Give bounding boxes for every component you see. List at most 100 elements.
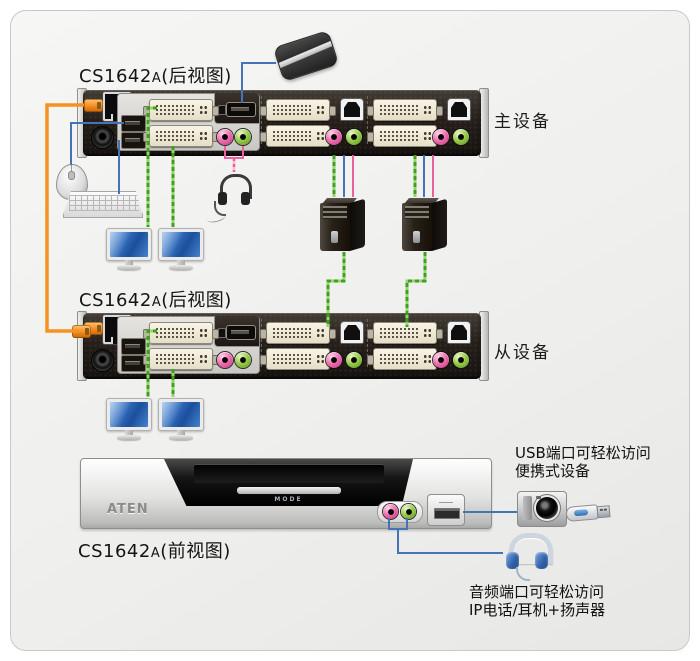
view-suffix: (后视图) [161,66,232,87]
monitor-neck [177,430,185,435]
headset-icon [205,172,256,225]
slave-device-label: 从设备 [494,343,551,363]
dvi-pins [155,353,195,365]
section-divider [367,96,368,144]
view-suffix: (后视图) [161,290,232,311]
model-revision: A [151,71,162,86]
pc1-dvi-port-1 [260,322,336,344]
headphones-icon [503,531,553,581]
dvi-flat-pin [199,354,208,364]
monitor-neck [125,430,133,435]
computer-tower-icon [320,196,366,253]
front-usb-port [427,494,465,526]
indicator-led [218,105,226,115]
monitor-base [117,265,141,270]
monitor-screen [158,398,204,431]
slave-device-title: CS1642A(后视图) [79,286,232,312]
dvi-flat-pin [316,131,325,141]
front-speaker-jack [401,504,416,519]
model-number: CS1642 [79,66,152,87]
dvi-flat-pin [423,328,432,338]
dvi-flat-pin [316,354,325,364]
dvi-pins [379,130,419,142]
usb-keyboard-port [121,115,146,132]
headphones-mic-boom [516,567,530,581]
keyboard-keys [63,191,143,218]
pc1-usb-b-port [340,321,364,344]
console-dvi-port-2 [143,125,219,147]
front-audio-ports [377,501,423,523]
dvi-flat-pin [423,105,432,115]
remote-usb-port [226,325,256,340]
model-number: CS1642 [78,541,151,562]
dvi-pins [155,130,195,142]
indicator-led [218,328,226,338]
computer-tower-icon [402,196,448,253]
dvi-pins [379,104,419,116]
headset-earcup-right [241,192,250,205]
dvi-pins [272,104,312,116]
monitor-icon [158,398,204,442]
headphones-band [509,533,553,564]
headphones-earcup-right [535,552,548,569]
keyboard-icon [63,191,143,218]
pc1-speaker-jack [346,129,362,145]
pc1-dvi-port-1 [260,99,336,121]
section-divider [261,319,262,367]
pc1-mic-jack [326,352,342,368]
console-dvi-port-2 [143,348,219,370]
dvi-pins [272,130,312,142]
pc2-dvi-port-1 [367,99,443,121]
pc1-dvi-port-2 [260,348,336,370]
console-mic-jack [217,129,233,145]
dvi-pins [155,104,195,116]
console-dvi-port-1 [143,99,219,121]
master-device-title: CS1642A(后视图) [79,62,232,88]
dvi-flat-pin [199,328,208,338]
pc1-dvi-port-2 [260,125,336,147]
pc2-mic-jack [433,352,449,368]
camera-icon [517,491,567,527]
power-jack [92,350,113,371]
dvi-flat-pin [423,131,432,141]
front-handle-bar [237,487,341,494]
model-number: CS1642 [79,290,152,311]
power-jack [92,127,113,148]
pc2-mic-jack [433,129,449,145]
pc2-dvi-port-1 [367,322,443,344]
console-speaker-jack [235,129,251,145]
audio-annotation-line2: IP电话/耳机+扬声器 [469,601,606,619]
monitor-icon [158,228,204,272]
model-revision: A [151,295,162,310]
dvi-pins [272,353,312,365]
monitor-base [169,265,193,270]
usb-keyboard-port [121,338,146,355]
dvi-flat-pin [316,105,325,115]
slave-rear-device [77,309,489,381]
pc2-speaker-jack [453,352,469,368]
dvi-flat-pin [423,354,432,364]
audio-annotation: 音频端口可轻松访问 IP电话/耳机+扬声器 [469,583,605,619]
pc2-dvi-port-2 [367,125,443,147]
dvi-flat-pin [199,131,208,141]
monitor-base [117,435,141,440]
brand-logo: ATEN [107,502,149,517]
front-recess: MODE [164,459,413,506]
monitor-screen [106,398,152,431]
dvi-pins [379,327,419,339]
headset-earcup-left [218,192,227,205]
remote-usb-port [226,102,256,117]
console-mic-jack [217,352,233,368]
section-divider [261,96,262,144]
tower-front [402,203,432,251]
monitor-neck [125,260,133,265]
monitor-screen [106,228,152,261]
pc1-speaker-jack [346,352,362,368]
monitor-icon [106,398,152,442]
tower-front [320,203,350,251]
pc2-speaker-jack [453,129,469,145]
master-device-label: 主设备 [494,112,551,132]
pc2-usb-b-port [447,98,471,121]
daisy-chain-cable-plug [84,99,103,112]
